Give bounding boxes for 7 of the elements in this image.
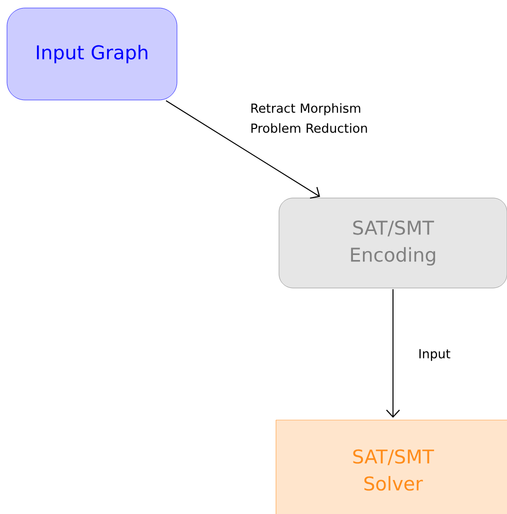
process-box: SAT/SMT Encoding <box>278 198 507 288</box>
edge-label: Input <box>419 349 450 361</box>
arrow <box>386 288 400 418</box>
process-box: SAT/SMT Solver <box>276 420 507 514</box>
edge-label: Retract Morphism Problem Reduction <box>251 103 367 133</box>
arrow <box>166 100 320 199</box>
process-box: Input Graph <box>6 8 178 100</box>
